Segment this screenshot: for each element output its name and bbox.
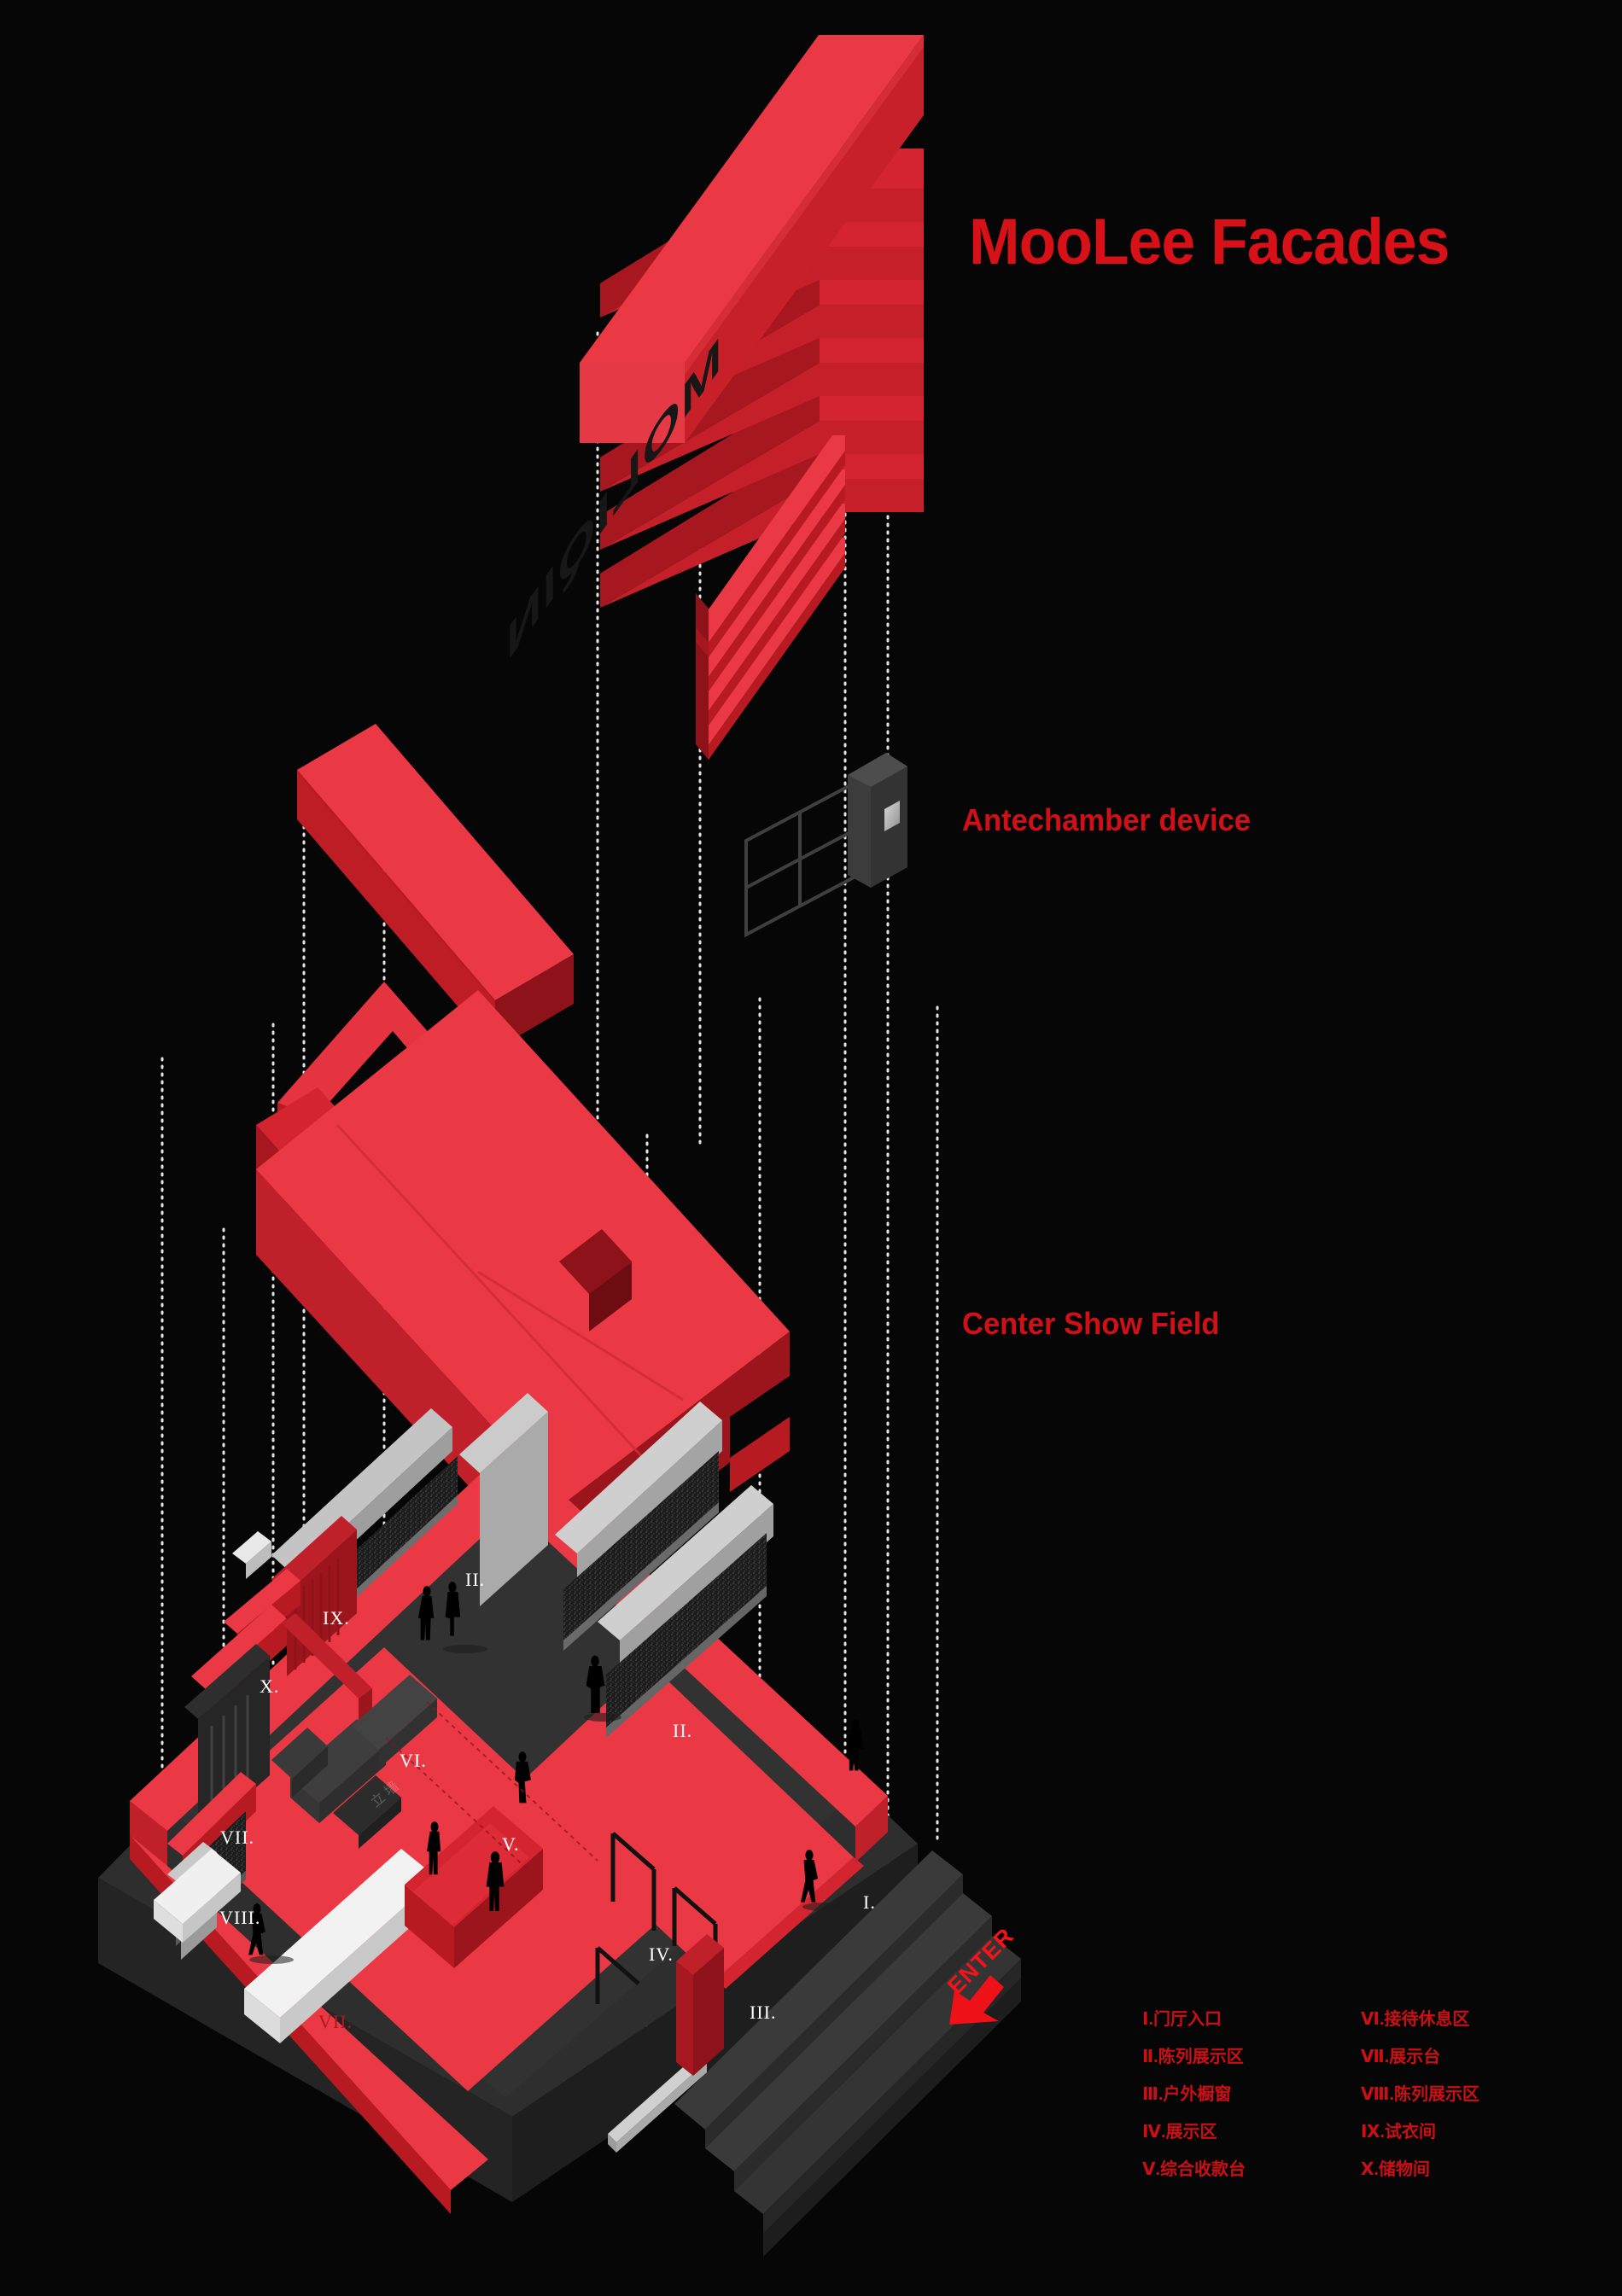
facade-louver-stack-lower	[696, 435, 845, 760]
legend-item: Ⅲ.户外橱窗	[1142, 2085, 1232, 2104]
legend-item: Ⅰ.门厅入口	[1142, 2010, 1222, 2029]
legend-item: Ⅷ.陈列展示区	[1361, 2085, 1480, 2104]
legend-item: Ⅸ.试衣间	[1361, 2123, 1436, 2142]
enter-arrow-icon	[949, 1975, 1004, 2025]
legend-item: Ⅶ.展示台	[1361, 2048, 1441, 2066]
facade-top-face	[580, 35, 924, 363]
floor-plan: 立 墙	[130, 1393, 888, 2214]
entrance-steps	[674, 1850, 1021, 2257]
canopy-left-face	[297, 770, 495, 1050]
room-X	[184, 1605, 287, 1839]
display-platform-VIII-white	[154, 1849, 241, 1943]
legend-item: Ⅹ.储物间	[1361, 2160, 1430, 2179]
label-antechamber-device: Antechamber device	[962, 802, 1252, 837]
facade-louver-stack-upper: MOLIQIN	[505, 35, 924, 675]
facade-side-face	[685, 35, 924, 443]
perimeter-wall-shadow	[130, 1796, 888, 1866]
center-show-field	[256, 982, 790, 1589]
lounge-furniture	[271, 1675, 437, 1849]
display-wall-II-mid	[459, 1393, 548, 1606]
device-light-panel	[884, 801, 900, 831]
red-zone-display	[512, 1663, 854, 1980]
human-figures	[248, 1582, 863, 1964]
entry-block	[232, 1531, 271, 1579]
canopy-end-face	[495, 954, 574, 1050]
window-block-III	[676, 1934, 724, 2076]
enter-marker: ENTER	[942, 1923, 1091, 2037]
legend-item: Ⅱ.陈列展示区	[1142, 2048, 1244, 2066]
antechamber-device	[744, 753, 907, 938]
canopy-beam	[297, 724, 574, 1050]
show-field-top	[256, 990, 790, 1504]
page-title: MooLee Facades	[969, 206, 1450, 278]
legend-item: Ⅴ.综合收款台	[1142, 2160, 1246, 2179]
legend-item: Ⅵ.接待休息区	[1361, 2010, 1470, 2029]
label-center-show-field: Center Show Field	[962, 1306, 1220, 1341]
legend-item: Ⅳ.展示区	[1142, 2123, 1217, 2142]
display-wall-II-right	[555, 1401, 773, 1738]
canopy-top-face	[297, 724, 574, 1000]
display-platform-VII	[244, 1849, 437, 2043]
threshold-rail	[608, 2054, 707, 2153]
legend-list: Ⅰ.门厅入口 Ⅵ.接待休息区 Ⅱ.陈列展示区 Ⅶ.展示台 Ⅲ.户外橱窗 Ⅷ.陈列展示区 Ⅳ.…	[1142, 2001, 1535, 2188]
